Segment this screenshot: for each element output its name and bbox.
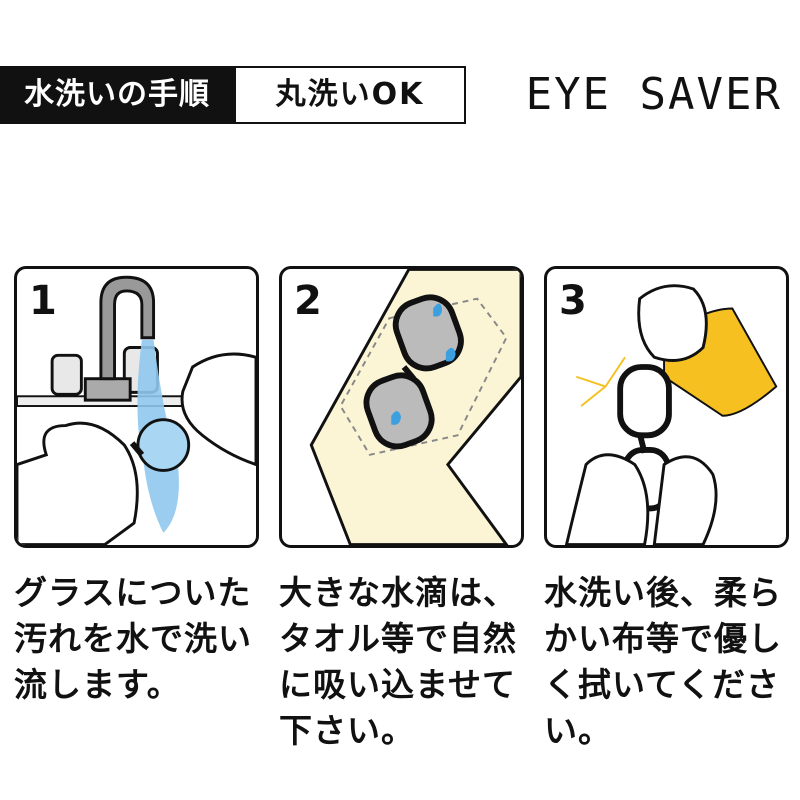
step-2-number: 2 (294, 278, 322, 324)
cloth-wiping-glasses-icon (564, 284, 778, 545)
brand-logo: EYE SAVER (525, 69, 782, 120)
step-3-number: 3 (559, 278, 587, 324)
towel-drying-glasses-icon (309, 269, 521, 545)
step-3-panel: 3 (544, 266, 789, 548)
step-1-caption: グラスについた 汚れを水で洗い 流します。 (14, 570, 264, 708)
caption-line: 下さい。 (279, 711, 415, 750)
caption-line: い。 (544, 711, 612, 750)
caption-line: く拭いてくださ (544, 665, 781, 704)
step-3-caption: 水洗い後、柔ら かい布等で優し く拭いてくださ い。 (544, 570, 794, 754)
caption-line: 流します。 (14, 665, 181, 704)
caption-line: グラスについた (14, 573, 252, 612)
step-1-number: 1 (29, 278, 57, 324)
caption-line: 汚れを水で洗い (14, 619, 252, 658)
caption-line: 水洗い後、柔ら (544, 573, 782, 612)
step-2-caption: 大きな水滴は、 タオル等で自然 に吸い込ませて 下さい。 (279, 570, 529, 754)
step-2-panel: 2 (279, 266, 524, 548)
caption-line: に吸い込ませて (279, 665, 517, 704)
caption-line: 大きな水滴は、 (279, 573, 517, 612)
faucet-washing-glasses-icon (17, 275, 256, 545)
washable-badge: 丸洗いOK (234, 66, 466, 124)
caption-line: タオル等で自然 (279, 619, 517, 658)
step-1-panel: 1 (14, 266, 259, 548)
caption-line: かい布等で優し (544, 619, 782, 658)
page-title: 水洗いの手順 (0, 66, 234, 124)
header: 水洗いの手順 丸洗いOK EYE SAVER (0, 66, 800, 126)
